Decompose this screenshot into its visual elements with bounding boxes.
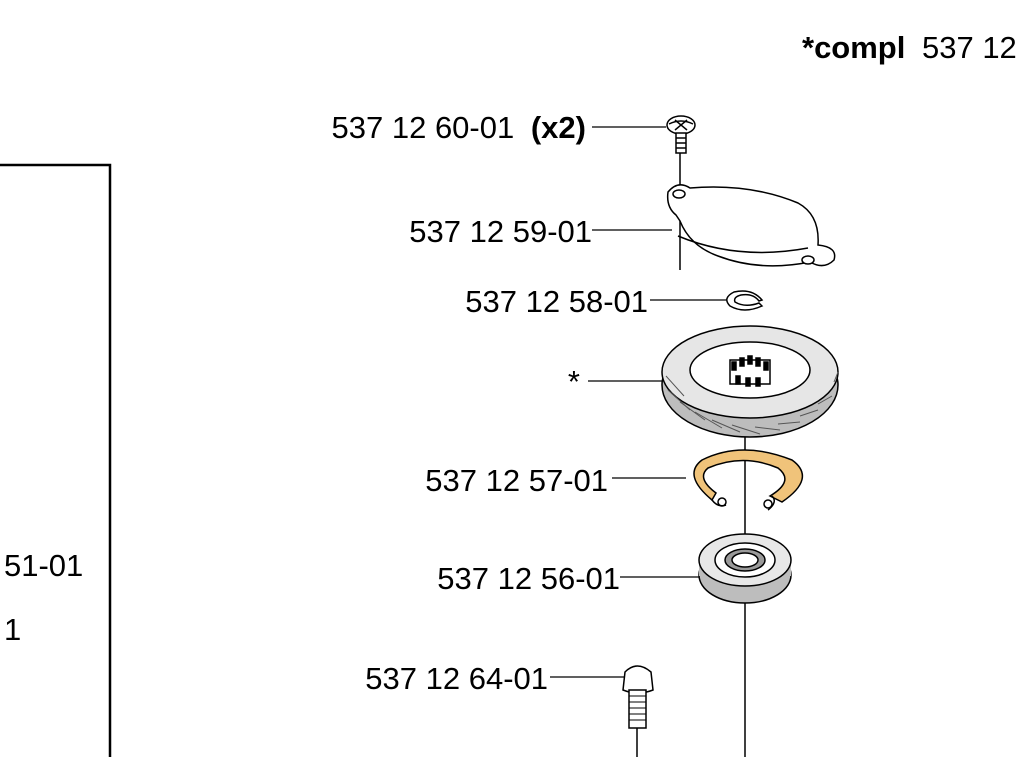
svg-text:*compl 537 12: *compl 537 12 [802, 30, 1017, 65]
bevel-gear-part [661, 325, 839, 438]
clip-part [726, 290, 764, 311]
label-circlip: 537 12 57-01 [425, 463, 608, 498]
label-bolt: 537 12 64-01 [365, 661, 548, 696]
screw-part [666, 115, 696, 154]
label-cover-plate: 537 12 59-01 [409, 214, 592, 249]
label-screw-qty: (x2) [531, 110, 586, 145]
left-fragment-upper: 51-01 [4, 548, 83, 583]
compl-number: 537 12 [922, 30, 1017, 65]
bearing-part [698, 533, 792, 604]
svg-text:537 12 60-01 (x2): 537 12 60-01 (x2) [332, 110, 586, 145]
label-clip: 537 12 58-01 [465, 284, 648, 319]
cover-plate-part [666, 184, 836, 267]
circlip-part [693, 449, 804, 511]
bolt-part [622, 665, 654, 729]
label-bearing: 537 12 56-01 [437, 561, 620, 596]
label-screw-number: 537 12 60-01 [332, 110, 515, 145]
left-fragment-lower: 1 [4, 612, 21, 647]
label-bevel-gear: * [568, 364, 580, 399]
compl-prefix: *compl [802, 30, 905, 65]
left-frame [0, 163, 112, 757]
leader-lines [550, 126, 727, 678]
